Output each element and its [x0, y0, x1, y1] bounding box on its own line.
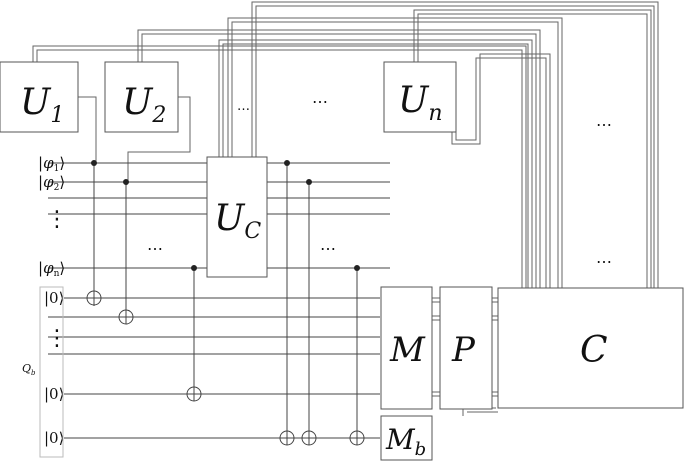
- gate-un: Un: [383, 61, 457, 133]
- qb-label: Qb: [22, 362, 36, 377]
- cnot-gates: [86, 160, 365, 446]
- gate-uc: UC: [206, 156, 268, 278]
- svg-text:U1: U1: [20, 82, 64, 128]
- input-vdots: ⋮: [46, 207, 68, 232]
- gate-c: C: [497, 287, 684, 409]
- ellipsis-5: …: [596, 111, 612, 130]
- ellipsis-3: …: [237, 99, 250, 114]
- gate-mb: Mb: [380, 415, 433, 461]
- svg-text:Mb: Mb: [385, 423, 426, 460]
- input-zero-a1: |0⟩: [44, 289, 64, 307]
- control-dot: [306, 179, 312, 185]
- ellipsis-1: …: [147, 235, 163, 254]
- input-phi2: |φ2⟩: [38, 173, 65, 193]
- control-dot: [354, 265, 360, 271]
- gate-u1: U1: [0, 61, 79, 133]
- ellipsis-6: …: [596, 248, 612, 267]
- input-labels: |φ1⟩ |φ2⟩ ⋮ |φn⟩ |0⟩ ⋮ |0⟩ |0⟩ Qb: [22, 154, 68, 447]
- svg-text:P: P: [451, 330, 476, 370]
- gate-p: P: [439, 286, 493, 410]
- input-zero-b: |0⟩: [44, 429, 64, 447]
- ellipsis-2: …: [320, 235, 336, 254]
- gate-u2: U2: [104, 61, 179, 133]
- input-phi1: |φ1⟩: [38, 154, 65, 174]
- svg-text:UC: UC: [214, 198, 261, 244]
- svg-text:Un: Un: [398, 80, 443, 126]
- classical-feedback-wires: [32, 1, 659, 416]
- control-dot: [284, 160, 290, 166]
- control-dot: [91, 160, 97, 166]
- svg-text:U2: U2: [122, 82, 166, 128]
- svg-text:C: C: [580, 330, 608, 371]
- qb-bracket: [39, 286, 64, 458]
- ellipses: … … … … … …: [147, 88, 612, 267]
- ancilla-vdots: ⋮: [46, 326, 68, 351]
- control-dot: [123, 179, 129, 185]
- ellipsis-4: …: [312, 88, 328, 107]
- svg-text:M: M: [389, 330, 426, 370]
- control-dot: [191, 265, 197, 271]
- gate-m: M: [380, 286, 433, 410]
- input-phin: |φn⟩: [38, 259, 65, 279]
- input-zero-a2: |0⟩: [44, 385, 64, 403]
